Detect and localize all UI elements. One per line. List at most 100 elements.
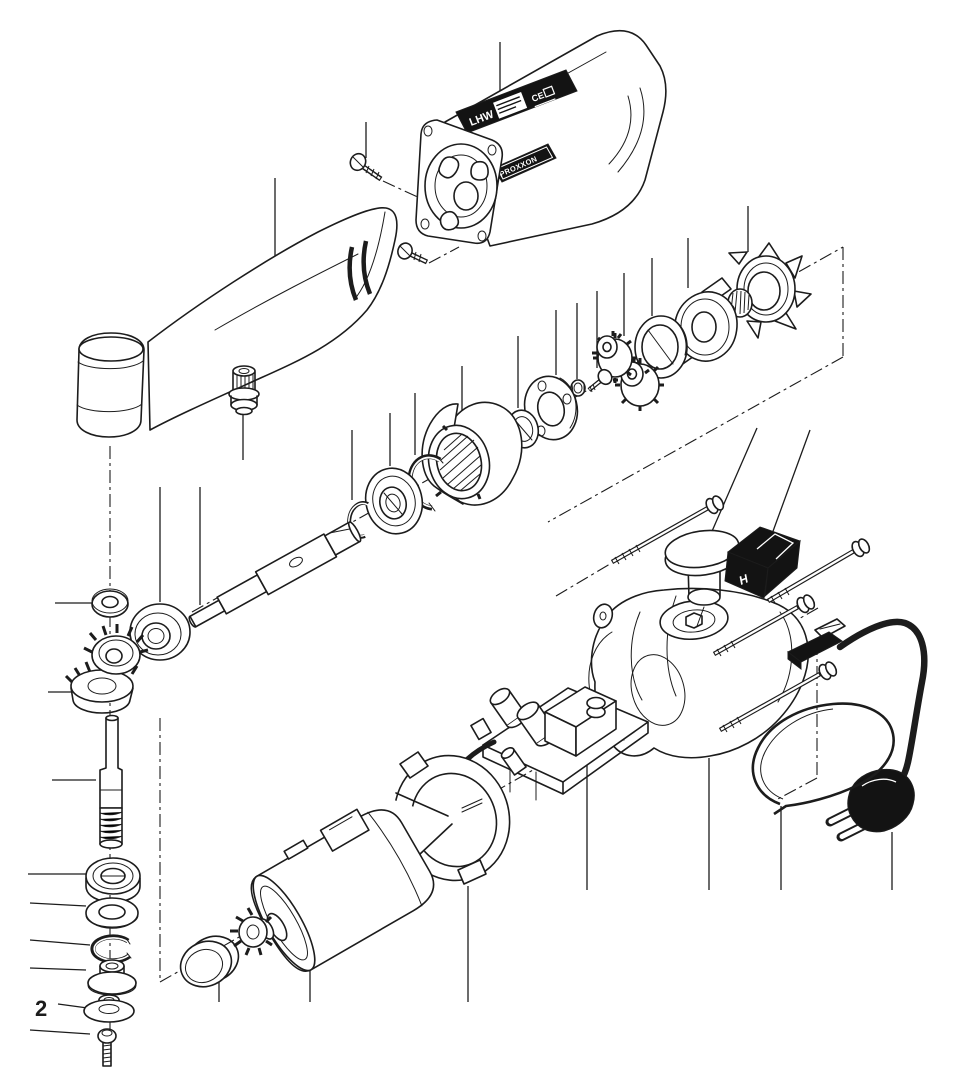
bevel-pinion-gear [83, 624, 149, 675]
housing-side-swoosh-1 [617, 87, 645, 173]
front-boss-inner [434, 154, 488, 218]
leader-flat-washer [29, 902, 87, 907]
gear-pair-1-bore [602, 341, 612, 353]
power-plug [825, 768, 915, 842]
clamp-bracket [814, 618, 846, 639]
fan-hub [747, 271, 781, 311]
long-screw-3 [712, 594, 816, 657]
flat-washer-hole [98, 904, 126, 920]
bracket-tab-bottom [457, 859, 487, 885]
leader-flanged-bushing [29, 967, 87, 971]
part-2-disc [83, 999, 135, 1023]
housing-rib-1 [630, 611, 643, 701]
vent-hole-3 [439, 210, 460, 231]
coupler-top [232, 365, 256, 377]
nose-ring-1 [77, 360, 144, 370]
motor-pinion [230, 907, 275, 956]
fan-impeller [722, 242, 812, 339]
small-screw-head [597, 368, 613, 386]
vent-hole-1 [438, 156, 460, 179]
hex-hole [685, 612, 703, 629]
flanged-bushing [87, 959, 137, 996]
nose-ring-2 [76, 403, 143, 413]
button-align-line [696, 606, 705, 627]
part-2-washer [83, 994, 135, 1023]
flat-washer [85, 897, 139, 929]
motor-bearing [364, 467, 424, 535]
small-screw [587, 368, 613, 393]
brand-logo-border [496, 146, 554, 180]
corner-hole-4 [477, 230, 487, 242]
push-button [664, 529, 742, 606]
flange-hole-2 [562, 393, 572, 405]
spindle-bearing [129, 603, 191, 661]
leader-rocker-switch [771, 429, 811, 535]
return-line-upper [547, 356, 844, 523]
motor-window [319, 808, 370, 852]
lower-bearing [85, 857, 141, 903]
label-icon-box [542, 85, 556, 98]
vent-slot-2 [361, 240, 373, 295]
board-switch-block [544, 686, 617, 757]
nose-top [78, 336, 144, 362]
output-spindle [99, 714, 123, 849]
housing-lug-top [592, 603, 614, 629]
bracket-tab-top [399, 751, 429, 779]
collar-ring [179, 935, 240, 988]
switch-side-face [764, 539, 801, 598]
housing-front-face [415, 119, 504, 245]
gear-plate-hole [691, 311, 717, 343]
plug-align-line [775, 777, 818, 801]
coupler-stub [235, 406, 253, 416]
bevel-gear-set [64, 624, 149, 714]
resistor [500, 747, 527, 776]
reduction-gear-pair-2 [613, 357, 664, 411]
ce-mark: CE [530, 90, 545, 104]
leader-spindle-screw [29, 1029, 91, 1035]
leader-lower-circlip [29, 939, 91, 946]
motor-housing-top: LHW CE PROXXON [349, 29, 667, 265]
coupler-flange [228, 387, 260, 401]
housing-screw-1 [349, 152, 383, 182]
large-ring [634, 315, 688, 379]
flange-plate-bore [536, 391, 566, 427]
button-stem-base [687, 588, 721, 606]
clamp-lip [787, 650, 802, 671]
corner-hole-3 [420, 218, 430, 230]
lower-circlip [90, 934, 132, 964]
ring-washer-hole [101, 595, 119, 609]
switch-rocker-outline [756, 533, 795, 560]
lock-nut [570, 379, 586, 397]
pinion-bore [105, 648, 123, 664]
spindle-nose [76, 332, 145, 438]
bushing-flange [87, 971, 137, 995]
gear-head-seam-2 [353, 211, 386, 301]
gear-head-seam-1 [214, 253, 359, 331]
gear-head-housing [76, 207, 398, 438]
gear-head-outline [147, 207, 398, 431]
housing-pocket [630, 654, 686, 726]
ring-washer [91, 588, 129, 618]
circuit-board [421, 686, 649, 811]
rotor-rim-notches [435, 424, 482, 500]
corner-hole-2 [487, 144, 497, 156]
long-screw-2 [766, 538, 871, 604]
hanger-bail [751, 702, 895, 816]
part-number-label: 2 [35, 996, 47, 1021]
serial-line [534, 98, 556, 108]
screw-slot [399, 245, 411, 257]
housing-screw-2 [397, 242, 429, 265]
cable-clamp [787, 618, 846, 671]
screw-align-line-3 [555, 563, 611, 597]
spindle-thread [99, 807, 123, 849]
spindle-bearing-bore [141, 622, 171, 650]
flange-hole-1 [537, 380, 547, 392]
vent-slot-1 [347, 246, 359, 301]
rating-label: LHW CE [455, 69, 578, 134]
rotor-core-bore [435, 432, 483, 492]
rocker-switch: H [724, 526, 801, 599]
corner-hole-1 [423, 125, 433, 137]
shaft-hole [289, 556, 303, 568]
